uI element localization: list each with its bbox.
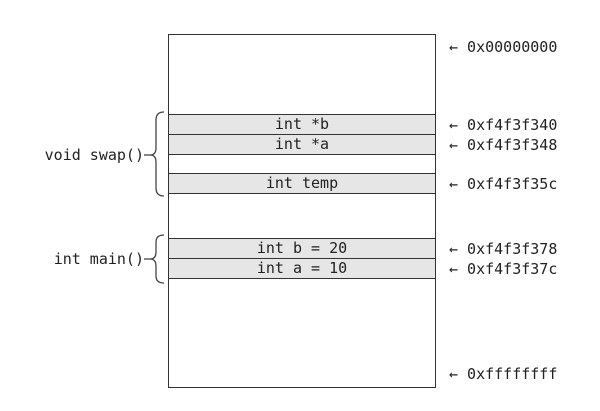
address-label-main-b: ← 0xf4f3f378 xyxy=(449,240,558,258)
cell-main-int-a: int a = 10 xyxy=(168,258,436,279)
cell-int-temp: int temp xyxy=(168,173,436,194)
cell-int-ptr-b: int *b xyxy=(168,114,436,135)
address-label-b-ptr: ← 0xf4f3f340 xyxy=(449,116,558,134)
address-label-a-ptr: ← 0xf4f3f348 xyxy=(449,136,558,154)
address-label-top: ← 0x00000000 xyxy=(449,38,558,56)
address-label-bottom: ← 0xffffffff xyxy=(449,365,558,383)
bracket-swap xyxy=(149,111,165,197)
cell-main-int-b: int b = 20 xyxy=(168,238,436,259)
frame-label-swap: void swap() xyxy=(44,146,144,164)
memory-stack xyxy=(168,34,436,388)
bracket-main xyxy=(149,234,165,284)
address-label-main-a: ← 0xf4f3f37c xyxy=(449,260,558,278)
cell-int-ptr-a: int *a xyxy=(168,134,436,155)
frame-label-main: int main() xyxy=(53,250,144,268)
address-label-temp: ← 0xf4f3f35c xyxy=(449,175,558,193)
